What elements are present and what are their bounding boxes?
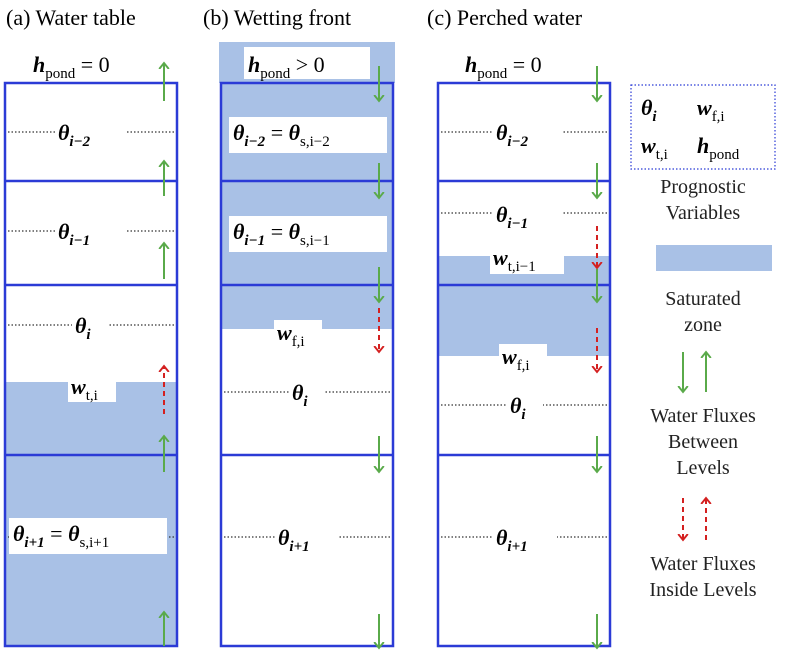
legend-prognostic-line1: Prognostic bbox=[660, 176, 746, 198]
theta-im1-eq-label-b: θi−1 = θs,i−1 bbox=[233, 219, 330, 249]
wt-i-label-a: wt,i bbox=[71, 374, 98, 404]
wf-i-label-c: wf,i bbox=[502, 344, 530, 374]
legend-between-line3: Levels bbox=[676, 457, 730, 479]
hpond-label-a: hpond = 0 bbox=[33, 52, 110, 82]
hpond-label-b: hpond > 0 bbox=[248, 52, 325, 82]
legend-wf-i: wf,i bbox=[697, 95, 725, 125]
prognostic-variables-box bbox=[630, 84, 776, 170]
wt-im1-label-c: wt,i−1 bbox=[493, 245, 536, 275]
theta-i-label-a: θi bbox=[75, 313, 91, 343]
panel-a-title: (a) Water table bbox=[6, 5, 136, 30]
saturated-zone-a bbox=[5, 382, 177, 646]
theta-ip1-eq-label-a: θi+1 = θs,i+1 bbox=[13, 521, 109, 551]
legend-between-line2: Between bbox=[668, 431, 738, 453]
column-b bbox=[219, 81, 395, 648]
theta-i-label-c: θi bbox=[510, 393, 526, 423]
theta-im1-label-a: θi−1 bbox=[58, 219, 90, 249]
wf-i-label-b: wf,i bbox=[277, 320, 305, 350]
theta-ip1-label-c: θi+1 bbox=[496, 525, 528, 555]
theta-im2-label-c: θi−2 bbox=[496, 120, 529, 150]
legend-prognostic-line2: Variables bbox=[666, 202, 741, 224]
panel-b: hpond > 0 θi−2 = θs,i−2 θi−1 = θs,i−1 wf… bbox=[219, 42, 395, 648]
legend-saturated-line2: zone bbox=[684, 314, 722, 336]
legend-wt-i: wt,i bbox=[641, 133, 668, 163]
column-c bbox=[436, 81, 612, 648]
legend-saturated-swatch bbox=[656, 245, 772, 271]
panel-b-title: (b) Wetting front bbox=[203, 5, 351, 30]
column-a bbox=[3, 81, 179, 648]
theta-im2-label-a: θi−2 bbox=[58, 120, 91, 150]
theta-ip1-label-b: θi+1 bbox=[278, 525, 310, 555]
theta-i-label-b: θi bbox=[292, 380, 308, 410]
panel-c: hpond = 0 θi−2 θi−1 wt,i−1 wf,i θi θi+1 bbox=[436, 52, 612, 648]
legend-hpond: hpond bbox=[697, 133, 740, 163]
legend-between-line1: Water Fluxes bbox=[650, 405, 756, 427]
legend-theta-i: θi bbox=[641, 95, 657, 125]
hpond-label-c: hpond = 0 bbox=[465, 52, 542, 82]
panel-a: hpond = 0 θi−2 θi−1 θi wt,i θi+1 = θs,i+… bbox=[3, 52, 179, 648]
legend-inside-line2: Inside Levels bbox=[649, 579, 756, 601]
legend-inside-line1: Water Fluxes bbox=[650, 553, 756, 575]
theta-im1-label-c: θi−1 bbox=[496, 202, 528, 232]
panel-c-title: (c) Perched water bbox=[427, 5, 583, 30]
legend-saturated-line1: Saturated bbox=[665, 288, 741, 310]
theta-im2-eq-label-b: θi−2 = θs,i−2 bbox=[233, 120, 330, 150]
legend: θi wf,i wt,i hpond Prognostic Variables … bbox=[630, 84, 776, 601]
